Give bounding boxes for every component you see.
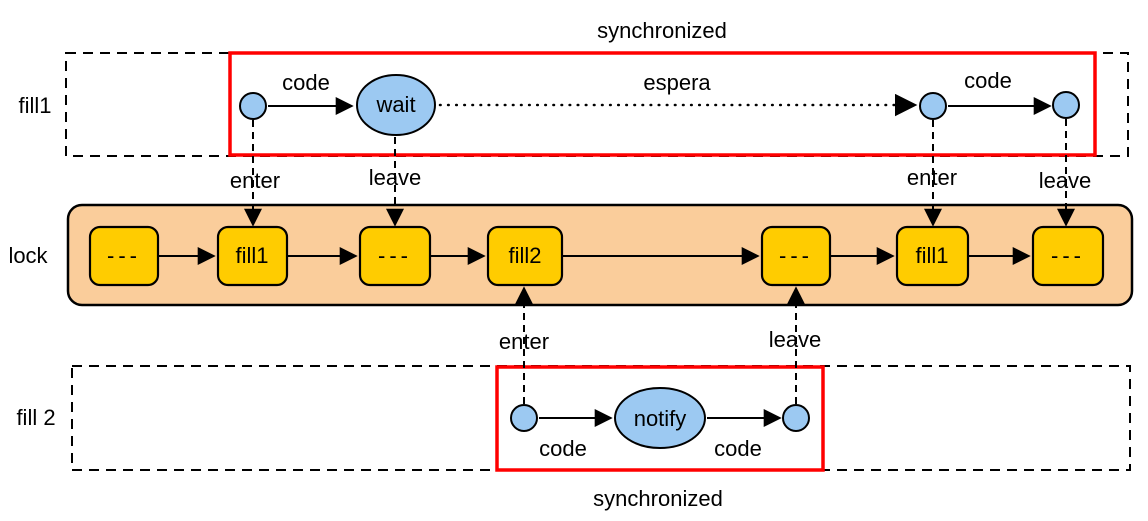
row-label-fill1: fill1	[18, 93, 51, 118]
synchronized-block-top	[228, 51, 1097, 157]
code-label-top-1: code	[282, 70, 330, 95]
notify-node-label: notify	[634, 406, 687, 431]
code-label-bottom-2: code	[714, 436, 762, 461]
queue-slot-7-label: ---	[1051, 243, 1085, 268]
queue-slot-1-label: ---	[107, 243, 141, 268]
synchronized-label-top: synchronized	[597, 18, 727, 43]
thread1-state-node-2	[919, 92, 947, 120]
thread1-state-node-1	[239, 92, 267, 120]
wait-node-label: wait	[375, 92, 415, 117]
leave-label-top-2: leave	[1039, 168, 1092, 193]
enter-label-top-1: enter	[230, 168, 280, 193]
queue-slot-7	[1031, 225, 1105, 287]
wait-node	[356, 74, 436, 136]
thread2-state-node-2	[782, 404, 810, 432]
leave-label-bottom: leave	[769, 327, 822, 352]
row-label-fill2: fill 2	[16, 405, 55, 430]
queue-slot-5-label: ---	[779, 243, 813, 268]
thread2-state-node-1	[510, 404, 538, 432]
synchronized-label-bottom: synchronized	[593, 486, 723, 511]
thread1-state-node-3	[1052, 91, 1080, 119]
lock-row-label: lock	[8, 243, 48, 268]
code-label-bottom-1: code	[539, 436, 587, 461]
notify-node	[614, 387, 706, 449]
queue-slot-4-label: fill2	[508, 243, 541, 268]
enter-label-top-2: enter	[907, 165, 957, 190]
queue-slot-6-label: fill1	[915, 243, 948, 268]
leave-label-top-1: leave	[369, 165, 422, 190]
enter-label-bottom: enter	[499, 329, 549, 354]
code-label-top-2: code	[964, 68, 1012, 93]
queue-slot-2-label: fill1	[235, 243, 268, 268]
espera-label: espera	[643, 70, 711, 95]
queue-slot-3-label: ---	[378, 243, 412, 268]
